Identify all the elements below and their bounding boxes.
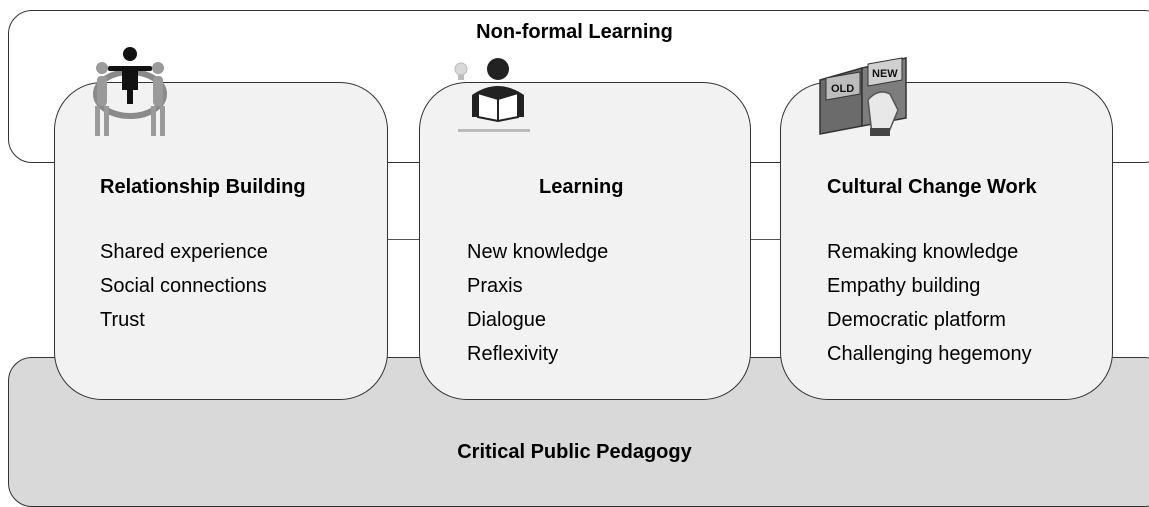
list-item: Democratic platform	[827, 309, 1006, 331]
old-new-book-icon: OLD NEW	[819, 57, 907, 136]
list-item: Trust	[100, 309, 145, 331]
old-label: OLD	[831, 83, 854, 95]
list-item: Remaking knowledge	[827, 241, 1019, 263]
person-reading-icon	[454, 58, 530, 132]
list-item: Challenging hegemony	[827, 343, 1032, 365]
card-item-list: New knowledge Praxis Dialogue Reflexivit…	[467, 235, 608, 371]
relationship-building-card	[54, 82, 388, 400]
list-item: Dialogue	[467, 309, 546, 331]
people-circle-icon	[93, 47, 167, 136]
card-title: Relationship Building	[100, 176, 306, 198]
connector-line	[751, 239, 780, 240]
list-item: New knowledge	[467, 241, 609, 263]
new-label: NEW	[872, 68, 898, 80]
non-formal-learning-title: Non-formal Learning	[476, 21, 673, 43]
learning-card	[419, 82, 751, 400]
list-item: Reflexivity	[467, 343, 559, 365]
list-item: Empathy building	[827, 275, 981, 297]
list-item: Social connections	[100, 275, 267, 297]
critical-public-pedagogy-title: Critical Public Pedagogy	[457, 441, 692, 463]
cultural-change-work-card	[780, 82, 1113, 400]
card-title: Cultural Change Work	[827, 176, 1037, 198]
card-item-list: Shared experience Social connections Tru…	[100, 235, 268, 337]
card-item-list: Remaking knowledge Empathy building Demo…	[827, 235, 1032, 371]
list-item: Shared experience	[100, 241, 268, 263]
card-title: Learning	[539, 176, 624, 198]
connector-line	[388, 239, 419, 240]
list-item: Praxis	[467, 275, 523, 297]
